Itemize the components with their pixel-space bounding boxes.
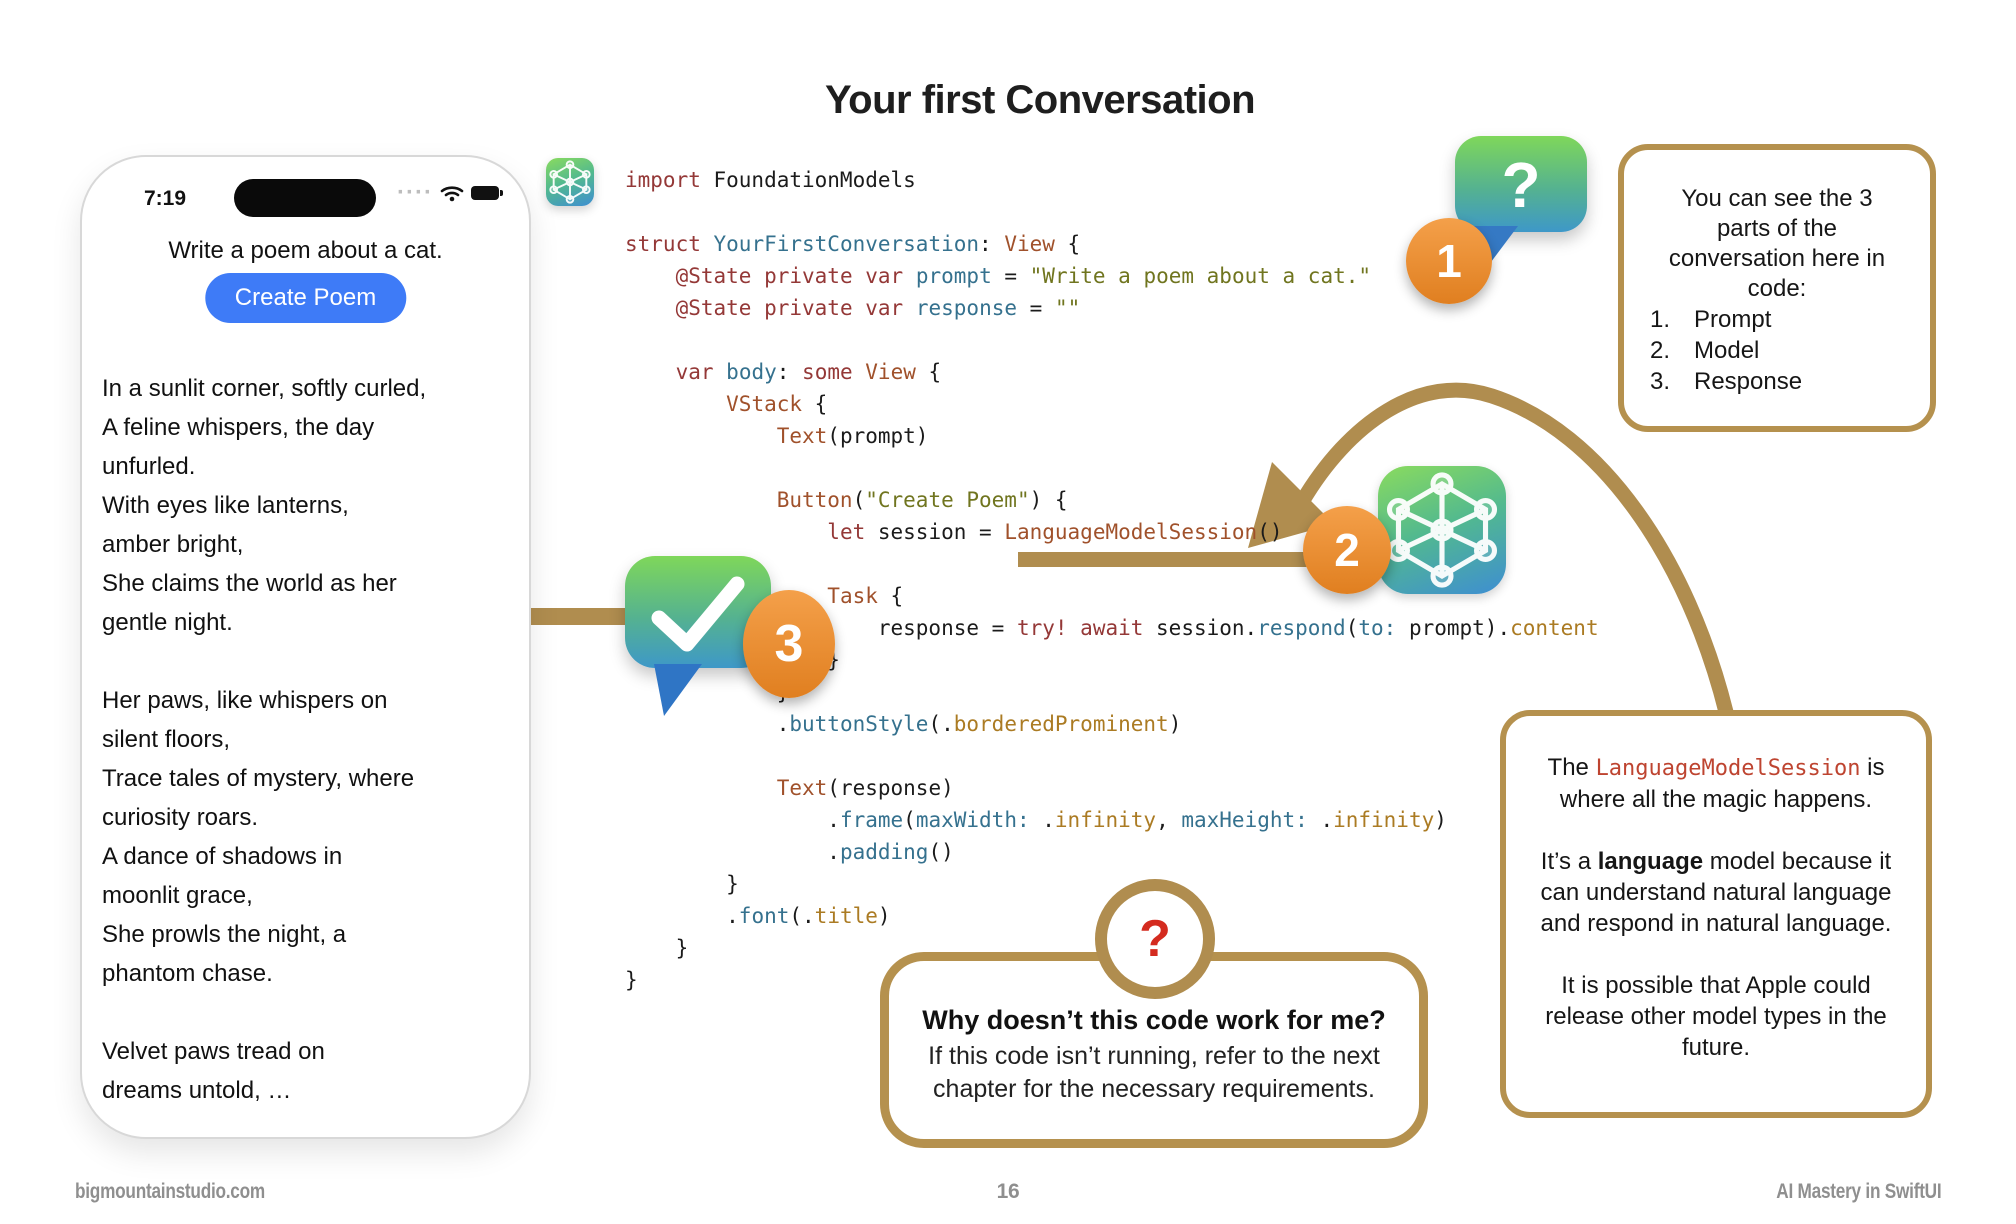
callout-parts-list: 1. Prompt 2. Model 3. Response: [1636, 304, 1918, 397]
inline-code: LanguageModelSession: [1595, 756, 1861, 781]
language-model-icon: [1378, 466, 1506, 594]
status-time: 7:19: [144, 187, 187, 210]
cellular-dots-icon: ····: [397, 179, 433, 206]
session-paragraph-1: The LanguageModelSession is where all th…: [1547, 754, 1885, 813]
status-icons: ····: [397, 179, 503, 206]
wifi-icon: [440, 186, 464, 202]
badge-1: 1: [1406, 218, 1492, 304]
session-paragraph-2: It’s a language model because it can und…: [1540, 848, 1892, 937]
callout-parts-intro: You can see the 3 parts of the conversat…: [1668, 185, 1886, 302]
dynamic-island: [234, 179, 376, 217]
poem-text: In a sunlit corner, softly curled, A fel…: [102, 375, 427, 1104]
check-bubble-icon: [625, 556, 771, 668]
battery-icon: [471, 186, 503, 200]
session-paragraph-3: It is possible that Apple could release …: [1545, 972, 1887, 1061]
check-bubble-tail: [654, 664, 702, 716]
create-poem-button[interactable]: Create Poem: [204, 273, 407, 323]
phone-prompt-text: Write a poem about a cat.: [168, 237, 443, 264]
callout-conversation-parts: You can see the 3 parts of the conversat…: [1618, 144, 1936, 432]
callout-why-title: Why doesn’t this code work for me?: [922, 1005, 1386, 1035]
foundation-models-icon: [546, 158, 594, 206]
list-item: 1. Prompt: [1650, 306, 1772, 333]
badge-3: 3: [743, 590, 835, 698]
list-item: 3. Response: [1650, 368, 1803, 395]
question-bubble-icon: ?: [1455, 136, 1587, 232]
question-glyph: ?: [1501, 149, 1541, 221]
question-circle-icon: ?: [1095, 879, 1215, 999]
callout-language-model-session: The LanguageModelSession is where all th…: [1500, 710, 1932, 1118]
badge-2: 2: [1303, 506, 1391, 594]
footer-page-number: 16: [996, 1180, 1020, 1203]
footer-site: bigmountainstudio.com: [75, 1180, 265, 1203]
page-title: Your first Conversation: [824, 78, 1256, 122]
code-block: import FoundationModels struct YourFirst…: [625, 168, 1599, 992]
footer-book-title: AI Mastery in SwiftUI: [1775, 1180, 1941, 1203]
iphone-mockup: 7:19 ···· Write a poem about a cat. Crea…: [80, 155, 531, 1139]
list-item: 2. Model: [1650, 337, 1760, 364]
callout-why-body: If this code isn’t running, refer to the…: [928, 1042, 1380, 1103]
